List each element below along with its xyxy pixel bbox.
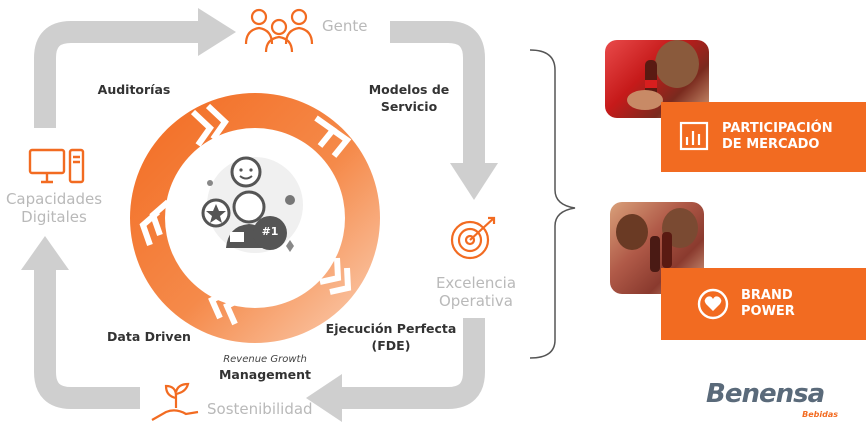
label-modelos-line2: Servicio bbox=[380, 99, 438, 114]
brand-power-line1: BRAND bbox=[741, 288, 793, 303]
chevron-left-b bbox=[139, 209, 160, 246]
photo-coca-cola-drinker bbox=[605, 40, 709, 118]
node-sostenibilidad: Sostenibilidad bbox=[207, 400, 313, 418]
label-modelos-de-servicio: Modelos de Servicio bbox=[354, 81, 464, 115]
node-capacidades-line2: Digitales bbox=[21, 208, 87, 226]
chevron-right-top-b bbox=[328, 125, 352, 158]
bar-chart-icon bbox=[679, 121, 709, 151]
node-excelencia-line1: Excelencia bbox=[435, 274, 517, 292]
label-revenue-growth: Revenue Growth bbox=[223, 354, 307, 365]
arrowhead-bottom bbox=[306, 374, 342, 422]
arrow-excelencia-to-sostenibilidad bbox=[340, 318, 485, 409]
label-ejecucion-perfecta: Ejecución Perfecta (FDE) bbox=[316, 320, 466, 354]
label-data-driven: Data Driven bbox=[107, 329, 191, 344]
participacion-line2: DE MERCADO bbox=[722, 137, 820, 152]
node-capacidades-digitales: Capacidades Digitales bbox=[0, 190, 108, 226]
center-illustration bbox=[201, 156, 303, 253]
outcome-bracket bbox=[529, 49, 576, 359]
arrow-capacidades-to-gente bbox=[34, 21, 200, 128]
node-gente: Gente bbox=[322, 17, 368, 35]
node-excelencia-line2: Operativa bbox=[438, 292, 514, 310]
target-icon bbox=[450, 216, 496, 260]
brand-power-text: BRAND POWER bbox=[741, 288, 795, 320]
center-badge: #1 bbox=[261, 225, 279, 238]
outcome-participacion-mercado: PARTICIPACIÓN DE MERCADO bbox=[661, 102, 866, 172]
arrowhead-right bbox=[450, 163, 498, 200]
node-capacidades-line1: Capacidades bbox=[5, 190, 103, 208]
label-ejecucion-line2: (FDE) bbox=[371, 338, 411, 353]
chevron-bottom-a bbox=[208, 287, 234, 320]
participacion-line1: PARTICIPACIÓN bbox=[722, 121, 833, 136]
label-management: Management bbox=[218, 367, 311, 382]
label-ejecucion-line1: Ejecución Perfecta bbox=[325, 321, 457, 336]
hand-plant-icon bbox=[151, 382, 199, 421]
outcome-brand-power: BRAND POWER bbox=[661, 268, 866, 340]
chevron-bottom-b bbox=[223, 293, 249, 326]
chevron-top-a bbox=[190, 109, 214, 147]
logo-subtext: Bebidas bbox=[802, 410, 838, 419]
chevron-right-bottom-b bbox=[329, 267, 352, 295]
label-auditorias: Auditorías bbox=[97, 82, 171, 97]
computer-icon bbox=[28, 148, 85, 184]
people-icon bbox=[244, 8, 314, 52]
arrowhead-left bbox=[21, 236, 69, 270]
node-excelencia-operativa: Excelencia Operativa bbox=[428, 274, 524, 310]
photo-friends-toast bbox=[610, 202, 704, 294]
logo-wordmark: Benensa bbox=[706, 379, 825, 409]
heart-badge-icon bbox=[697, 288, 729, 320]
arrow-sostenibilidad-to-capacidades bbox=[34, 268, 140, 409]
chevron-top-b bbox=[205, 103, 229, 141]
arrowhead-top bbox=[198, 8, 236, 56]
label-modelos-line1: Modelos de bbox=[368, 82, 450, 97]
chevron-right-bottom-a bbox=[319, 257, 342, 285]
brand-power-line2: POWER bbox=[741, 304, 795, 319]
participacion-text: PARTICIPACIÓN DE MERCADO bbox=[722, 121, 833, 153]
arrow-gente-to-excelencia bbox=[390, 21, 485, 165]
company-logo: Benensa Bebidas bbox=[706, 380, 846, 424]
